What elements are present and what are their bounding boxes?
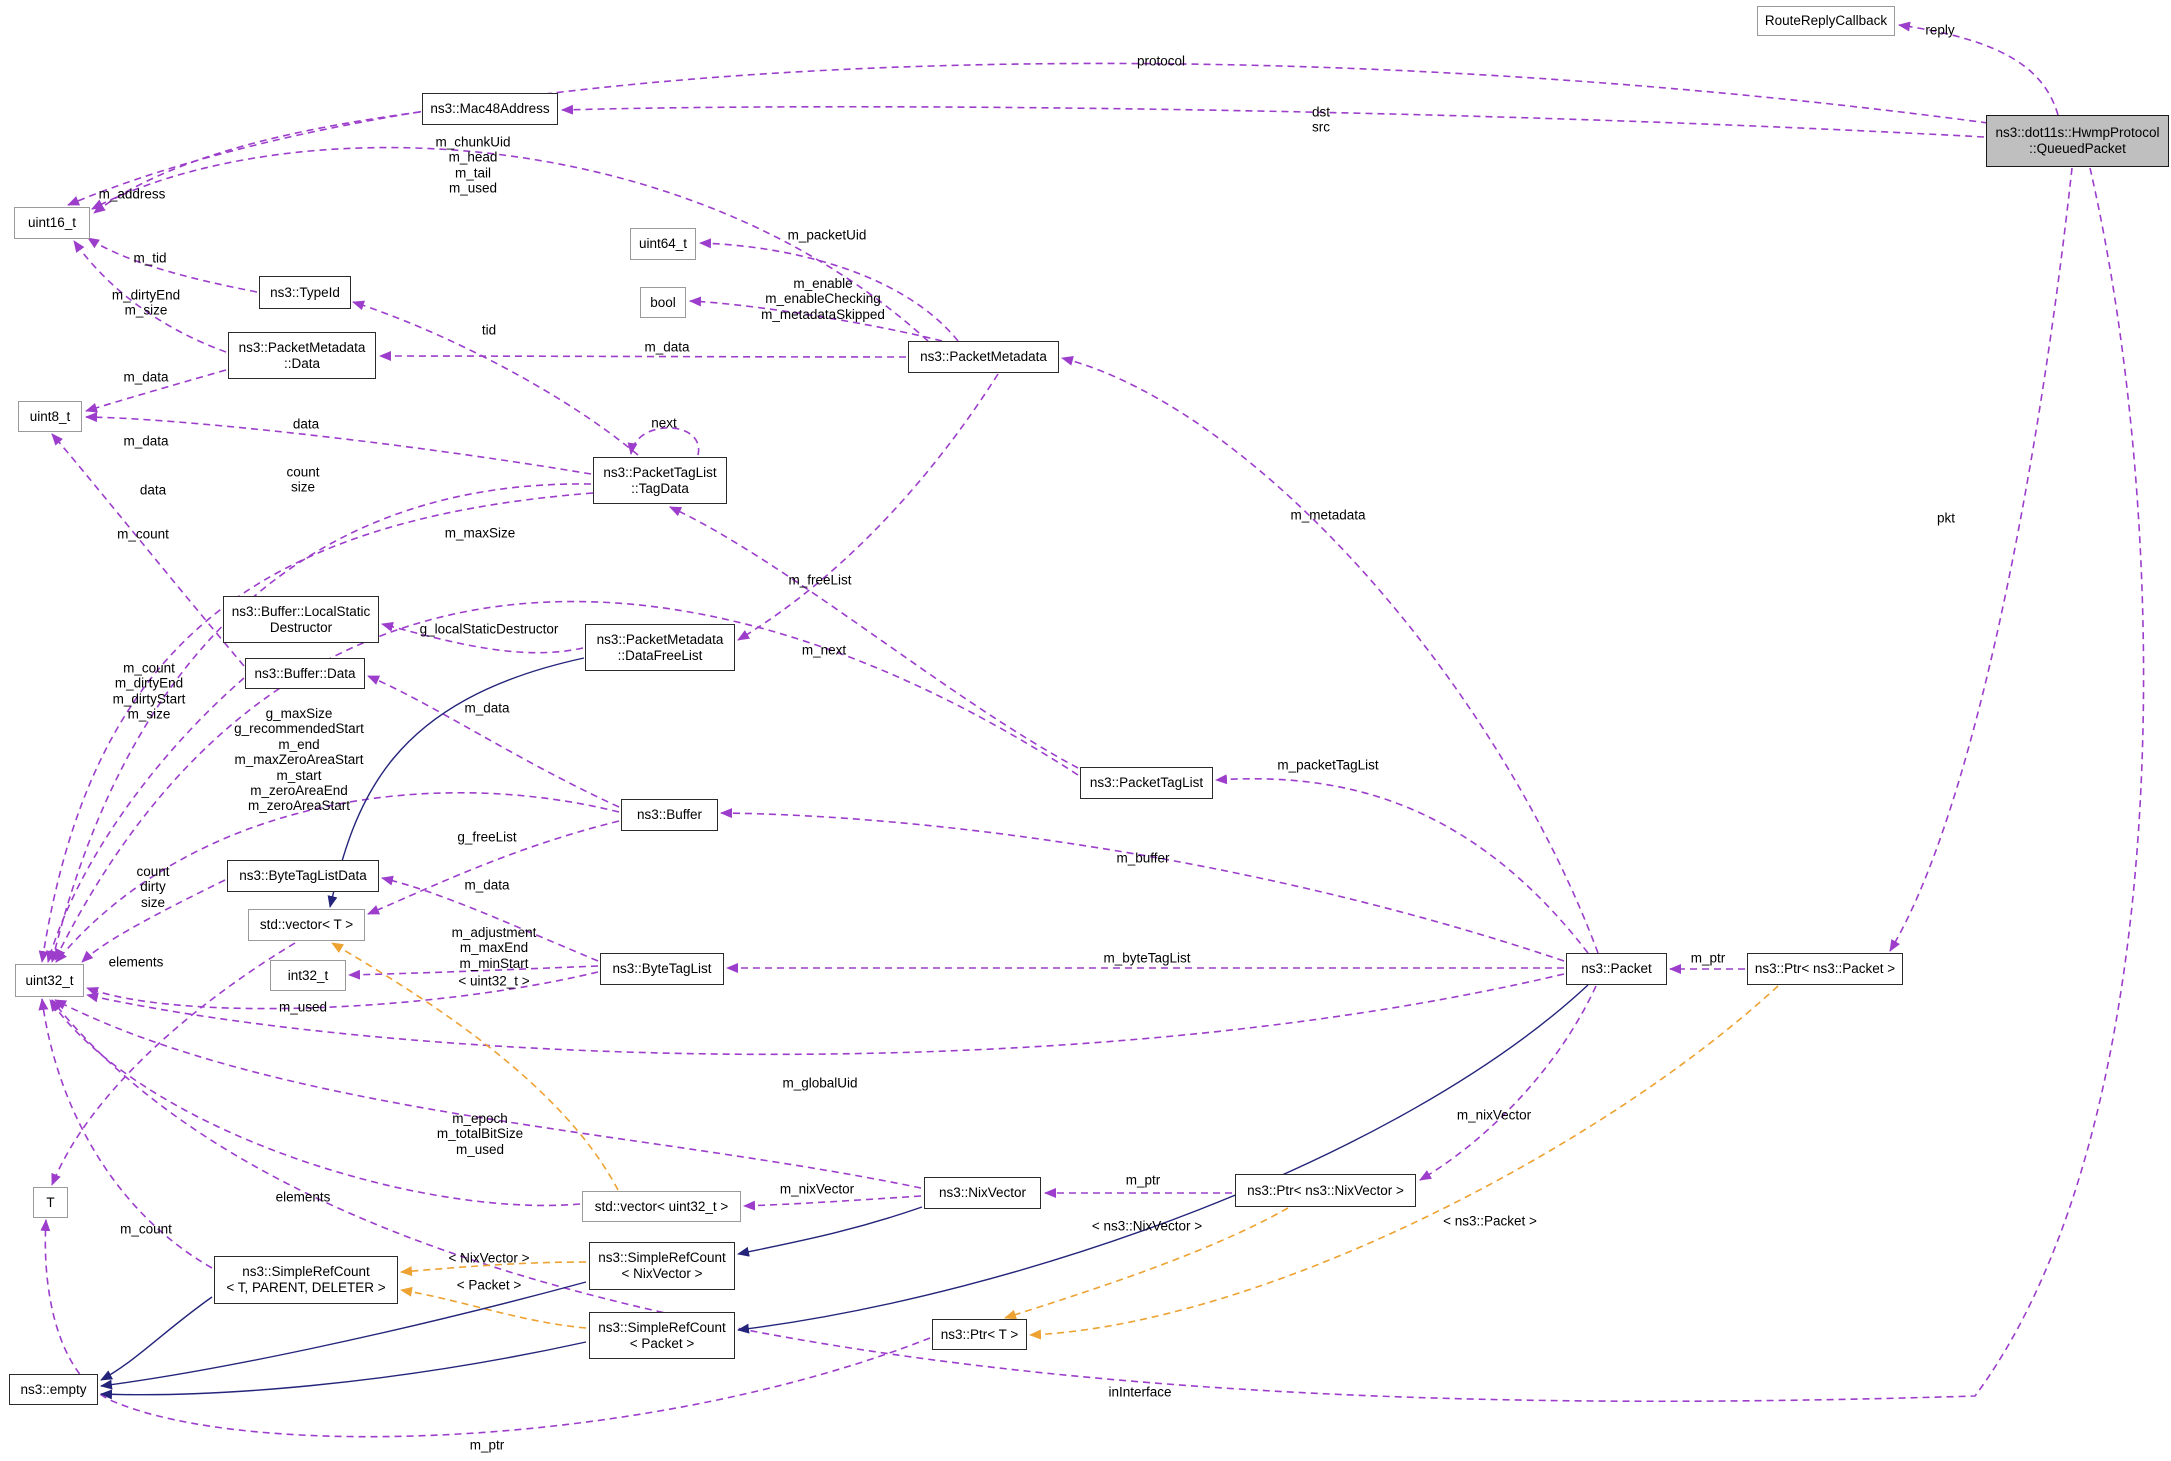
node-int32-t: int32_t bbox=[270, 960, 346, 991]
edge-m-freelist bbox=[737, 373, 999, 641]
node-typeid[interactable]: ns3::TypeId bbox=[259, 276, 351, 309]
edge-m-data-bytetaglist bbox=[381, 875, 599, 962]
node-queued-packet: ns3::dot11s::HwmpProtocol ::QueuedPacket bbox=[1986, 115, 2169, 167]
edge-template-uint32 bbox=[331, 942, 619, 1191]
node-buffer-data[interactable]: ns3::Buffer::Data bbox=[245, 658, 365, 689]
node-ptr-t[interactable]: ns3::Ptr< T > bbox=[932, 1319, 1027, 1350]
edge-m-ptr-t bbox=[40, 1219, 931, 1438]
node-bytetaglistdata[interactable]: ns3::ByteTagListData bbox=[227, 860, 379, 892]
edge-m-used bbox=[86, 971, 599, 1010]
node-uint64-t: uint64_t bbox=[630, 228, 696, 260]
edge-inherit-packet bbox=[737, 984, 1589, 1334]
node-ptr-nixvector[interactable]: ns3::Ptr< ns3::NixVector > bbox=[1235, 1174, 1416, 1207]
edge-template-packet bbox=[400, 1286, 587, 1329]
node-ptr-packet[interactable]: ns3::Ptr< ns3::Packet > bbox=[1747, 953, 1903, 985]
edge-count-size bbox=[49, 483, 592, 963]
edge-m-globaluid bbox=[86, 973, 1565, 1056]
edge-m-buffer bbox=[720, 808, 1565, 962]
edge-template-nixvector bbox=[400, 1261, 587, 1277]
edge-m-dirtyend-m-size bbox=[73, 240, 227, 353]
edge-m-epoch bbox=[54, 999, 922, 1189]
node-simplerefcount-packet[interactable]: ns3::SimpleRefCount < Packet > bbox=[589, 1312, 735, 1359]
node-buffer[interactable]: ns3::Buffer bbox=[621, 799, 718, 831]
edge-reply bbox=[1898, 21, 2059, 116]
edge-m-nixvector-vec bbox=[743, 1195, 922, 1211]
node-packetmetadata[interactable]: ns3::PacketMetadata bbox=[908, 341, 1059, 373]
edge-elements-uint32 bbox=[49, 999, 581, 1207]
edge-tid bbox=[352, 300, 639, 456]
node-packetmetadata-datafreelist[interactable]: ns3::PacketMetadata ::DataFreeList bbox=[585, 624, 735, 671]
edge-m-data-pmd bbox=[85, 369, 227, 413]
edge-m-count-src bbox=[38, 998, 213, 1269]
edge-inherit-srcgeneric-empty bbox=[100, 1296, 213, 1381]
edge-next-selfloop bbox=[627, 427, 700, 456]
edge-m-chunkuid-head-tail-used bbox=[91, 146, 929, 342]
edge-elements-t bbox=[51, 942, 296, 1186]
node-vector-uint32-t: std::vector< uint32_t > bbox=[582, 1191, 741, 1222]
edge-protocol bbox=[67, 62, 1989, 206]
node-simplerefcount-nixvector[interactable]: ns3::SimpleRefCount < NixVector > bbox=[589, 1242, 735, 1290]
node-buffer-localstatic-destructor[interactable]: ns3::Buffer::LocalStatic Destructor bbox=[223, 596, 379, 643]
edge-m-metadata bbox=[1061, 355, 1599, 954]
node-bytetaglist[interactable]: ns3::ByteTagList bbox=[600, 953, 724, 985]
edge-m-count-dirty-start-size bbox=[46, 677, 245, 963]
edge-inherit-srcpacket-empty bbox=[100, 1341, 587, 1400]
edge-m-packettaglist bbox=[1215, 774, 1589, 954]
node-mac48address[interactable]: ns3::Mac48Address bbox=[422, 93, 558, 125]
edge-m-next bbox=[669, 506, 1079, 769]
edge-pkt bbox=[1889, 167, 2073, 952]
node-packet[interactable]: ns3::Packet bbox=[1566, 953, 1667, 985]
edge-count-dirty-size bbox=[81, 879, 226, 963]
node-empty[interactable]: ns3::empty bbox=[9, 1374, 98, 1405]
edge-inherit-nixvector bbox=[737, 1206, 923, 1257]
node-uint32-t: uint32_t bbox=[15, 964, 84, 997]
edge-m-packetuid bbox=[699, 238, 959, 342]
edge-g-maxsize bbox=[55, 791, 620, 963]
edge-g-freelist bbox=[367, 820, 620, 915]
edge-template-ptr-packet bbox=[1029, 985, 1779, 1340]
edge-inherit-srcnix-empty bbox=[100, 1281, 587, 1390]
edge-m-tid bbox=[87, 237, 258, 293]
edge-m-enable bbox=[689, 296, 943, 342]
edge-m-address bbox=[93, 111, 421, 214]
node-route-reply-callback: RouteReplyCallback bbox=[1757, 6, 1895, 36]
edge-g-localstaticdestructor bbox=[381, 621, 584, 654]
edge-data-tagdata bbox=[85, 412, 592, 475]
node-uint16-t: uint16_t bbox=[14, 207, 90, 239]
node-bool: bool bbox=[640, 287, 686, 318]
node-packettaglist-tagdata[interactable]: ns3::PacketTagList ::TagData bbox=[593, 457, 727, 504]
edge-m-count-mid bbox=[38, 492, 594, 963]
edge-m-data-bufferdata bbox=[51, 433, 245, 667]
edge-m-data-metadata bbox=[379, 351, 907, 362]
node-t: T bbox=[33, 1187, 68, 1218]
edge-m-adjustment bbox=[348, 965, 599, 980]
edge-m-nixvector-packet bbox=[1419, 985, 1597, 1181]
edge-ininterface bbox=[51, 167, 2145, 1403]
node-packettaglist[interactable]: ns3::PacketTagList bbox=[1080, 767, 1213, 799]
edge-m-maxsize bbox=[54, 600, 1079, 961]
node-uint8-t: uint8_t bbox=[18, 401, 82, 432]
edge-dst-src bbox=[561, 104, 1985, 138]
node-nixvector[interactable]: ns3::NixVector bbox=[924, 1177, 1041, 1209]
edge-m-data-buffer bbox=[367, 675, 620, 808]
node-simplerefcount-generic[interactable]: ns3::SimpleRefCount < T, PARENT, DELETER… bbox=[214, 1256, 398, 1304]
node-packetmetadata-data[interactable]: ns3::PacketMetadata ::Data bbox=[228, 332, 376, 379]
node-vector-t: std::vector< T > bbox=[248, 909, 365, 941]
edge-template-ptr-nixvector bbox=[1004, 1207, 1289, 1320]
